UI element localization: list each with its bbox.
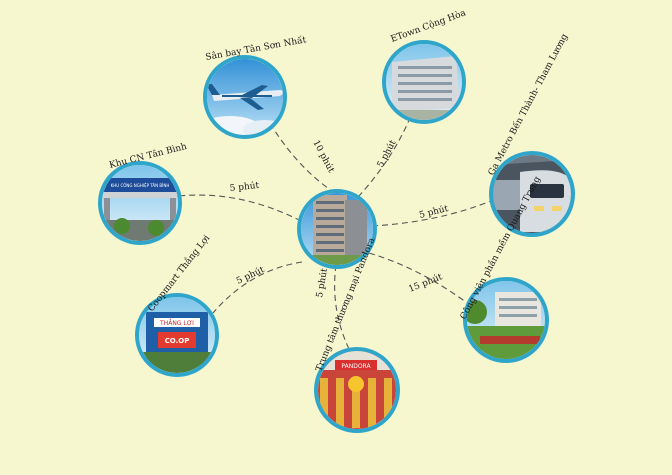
node-pandora: PANDORA — [314, 347, 400, 433]
time-label-airport: 10 phút — [310, 138, 336, 175]
connector-software-park — [368, 252, 471, 306]
node-coopmart: THẮNG LỢI CO.OP — [135, 293, 219, 377]
node-etown — [382, 40, 466, 124]
time-label-etown: 5 phút — [375, 138, 399, 170]
connector-coopmart — [212, 261, 303, 314]
node-industrial-zone: KHU CÔNG NGHIỆP TÂN BÌNH — [98, 161, 182, 245]
time-label-coopmart: 5 phút — [235, 264, 267, 287]
node-software-park — [463, 277, 549, 363]
node-metro — [489, 151, 575, 237]
connector-metro — [371, 199, 494, 227]
shopping-mall-icon: PANDORA — [318, 351, 396, 429]
label-etown: ETown Cộng Hòa — [389, 7, 468, 45]
connector-industrial — [177, 194, 302, 222]
metro-train-icon — [493, 155, 571, 233]
time-label-software-park: 15 phút — [407, 271, 444, 295]
office-building-icon — [386, 44, 462, 120]
software-park-icon — [467, 281, 545, 359]
airplane-icon — [207, 84, 283, 110]
connector-etown — [357, 117, 411, 198]
supermarket-icon: THẮNG LỢI CO.OP — [139, 297, 215, 373]
node-airport — [203, 55, 287, 139]
coopmart-logo: CO.OP — [165, 337, 190, 345]
time-label-industrial: 5 phút — [229, 180, 260, 194]
coopmart-sign: THẮNG LỢI — [159, 319, 194, 327]
apartment-tower-icon — [301, 193, 373, 265]
connector-pandora — [334, 264, 351, 352]
center-apartment-node — [297, 189, 377, 269]
pandora-sign: PANDORA — [341, 363, 371, 370]
connector-airport — [272, 127, 336, 194]
industrial-zone-icon: KHU CÔNG NGHIỆP TÂN BÌNH — [102, 165, 178, 241]
connector-lines — [177, 117, 494, 352]
industrial-sign: KHU CÔNG NGHIỆP TÂN BÌNH — [111, 183, 170, 188]
time-label-pandora: 5 phút — [314, 267, 330, 298]
